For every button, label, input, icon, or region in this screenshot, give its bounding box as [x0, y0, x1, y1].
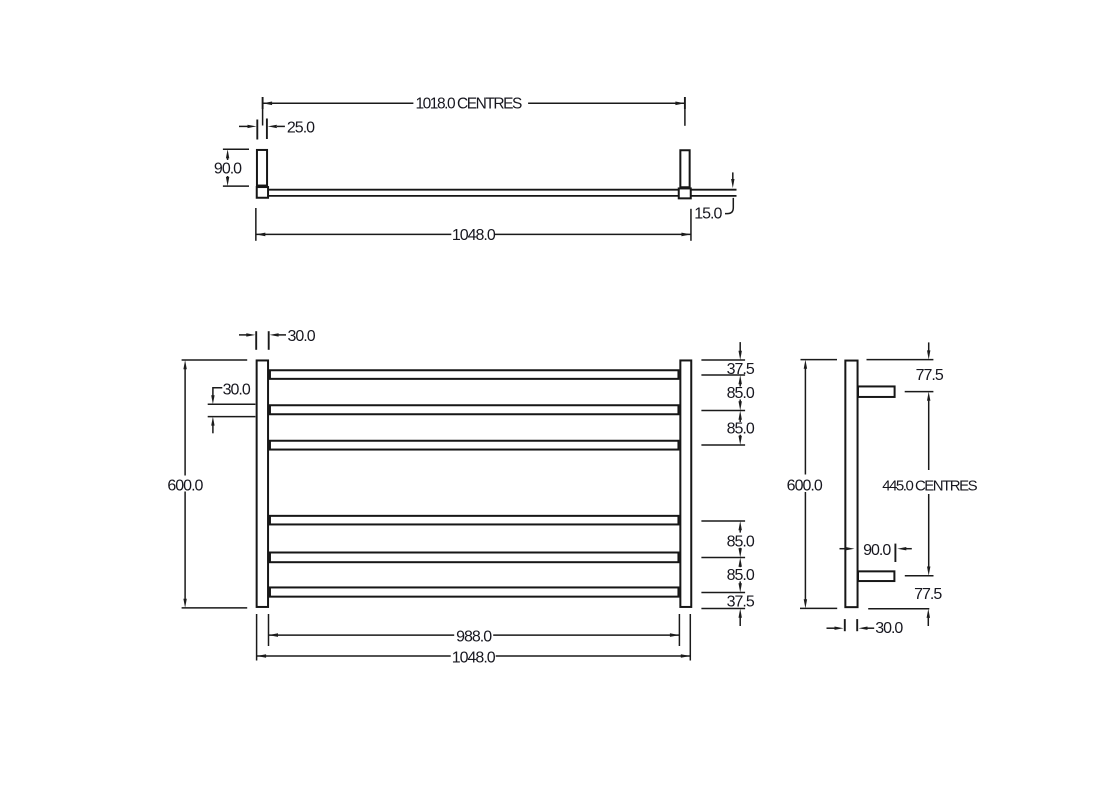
- svg-text:600.0: 600.0: [787, 477, 823, 494]
- svg-text:90.0: 90.0: [863, 542, 891, 559]
- svg-text:988.0: 988.0: [456, 628, 492, 645]
- svg-text:37.5: 37.5: [727, 594, 755, 611]
- svg-text:90.0: 90.0: [214, 161, 242, 178]
- svg-text:85.0: 85.0: [727, 567, 755, 584]
- svg-text:77.5: 77.5: [916, 367, 944, 384]
- svg-text:85.0: 85.0: [727, 420, 755, 437]
- svg-text:15.0: 15.0: [694, 206, 722, 223]
- svg-text:85.0: 85.0: [727, 534, 755, 551]
- svg-text:1018.0 CENTRES: 1018.0 CENTRES: [415, 95, 522, 112]
- svg-text:445.0 CENTRES: 445.0 CENTRES: [882, 478, 977, 495]
- svg-text:37.5: 37.5: [727, 361, 755, 378]
- svg-text:600.0: 600.0: [167, 478, 203, 495]
- svg-text:30.0: 30.0: [288, 328, 316, 345]
- svg-text:77.5: 77.5: [914, 586, 942, 603]
- svg-text:1048.0: 1048.0: [452, 650, 496, 667]
- svg-text:1048.0: 1048.0: [452, 227, 496, 244]
- svg-text:30.0: 30.0: [875, 620, 903, 637]
- svg-text:30.0: 30.0: [223, 382, 251, 399]
- svg-text:25.0: 25.0: [287, 119, 315, 136]
- svg-text:85.0: 85.0: [727, 385, 755, 402]
